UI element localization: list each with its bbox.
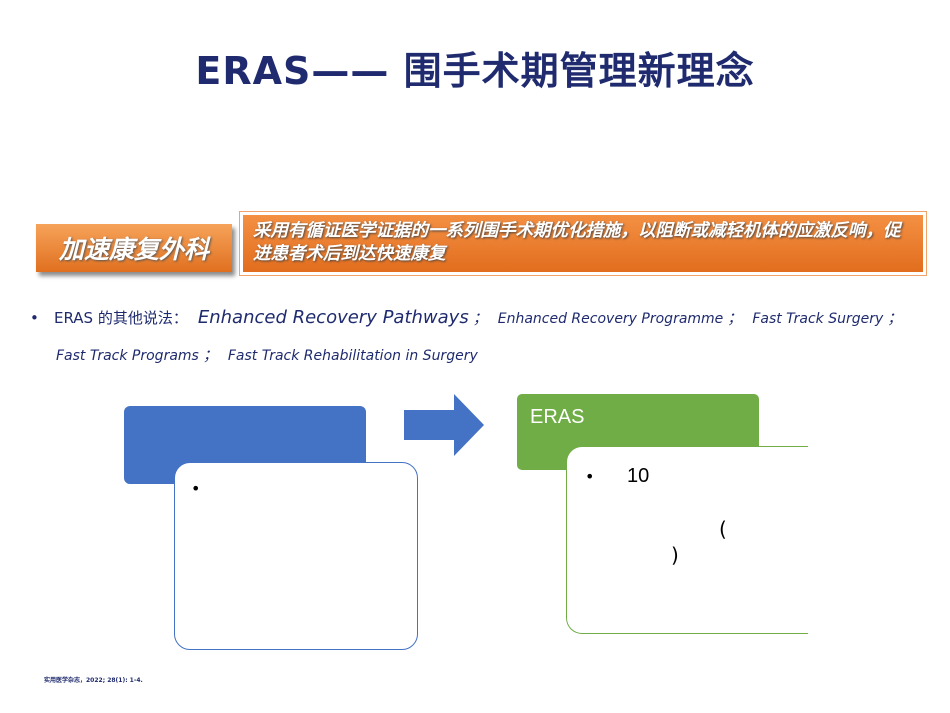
aliases-line-1: •ERAS 的其他说法：Enhanced Recovery Pathways；E…	[30, 305, 930, 332]
aliases-list: •ERAS 的其他说法：Enhanced Recovery Pathways；E…	[30, 305, 930, 369]
alias-separator: ；	[472, 309, 488, 327]
alias-separator: ；	[202, 346, 218, 364]
bullet: •	[191, 479, 201, 498]
definition-text: 采用有循证医学证据的一系列围手术期优化措施，以阻断或减轻机体的应激反响，促进患者…	[253, 221, 901, 264]
bullet: •	[30, 309, 39, 327]
aliases-lead: ERAS 的其他说法：	[54, 309, 188, 327]
alias-item: Enhanced Recovery Programme	[497, 311, 724, 327]
eras-card-title: ERAS	[530, 406, 585, 428]
aliases-line-2: Fast Track Programs； Fast Track Rehabilit…	[30, 342, 930, 369]
traditional-card-body: •	[174, 462, 418, 650]
slide-title: ERAS—— 围手术期管理新理念	[195, 49, 755, 93]
eras-card-body: • 10 ( )	[566, 446, 808, 634]
paren-close: )	[671, 543, 679, 567]
right-arrow-icon	[404, 394, 484, 456]
alias-item: Fast Track Rehabilitation in Surgery	[227, 348, 478, 364]
definition-label-box: 加速康复外科	[36, 224, 232, 272]
paren-open: (	[719, 517, 727, 541]
footnote-citation: 实用医学杂志，2022; 28(1): 1-4.	[44, 677, 143, 684]
alias-item: Enhanced Recovery Pathways	[197, 307, 469, 328]
definition-label: 加速康复外科	[58, 235, 209, 264]
definition-box: 采用有循证医学证据的一系列围手术期优化措施，以阻断或减轻机体的应激反响，促进患者…	[239, 211, 927, 276]
alias-separator: ；	[727, 309, 743, 327]
alias-item: Fast Track Surgery	[752, 311, 884, 327]
bullet: •	[585, 467, 595, 486]
alias-item: Fast Track Programs	[56, 348, 199, 364]
alias-separator: ；	[887, 309, 903, 327]
eras-card-number: 10	[627, 465, 650, 487]
